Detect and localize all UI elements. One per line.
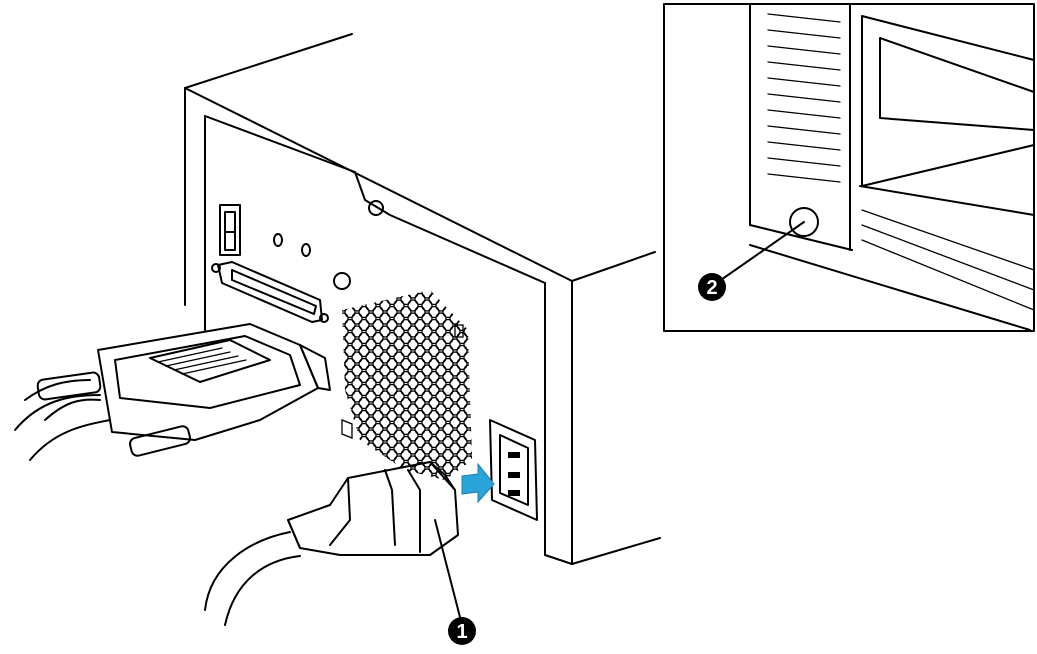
front-vent-slots <box>749 3 853 251</box>
rear-symbols <box>341 324 464 439</box>
callout-2-label: 2 <box>706 277 717 299</box>
ac-power-inlet <box>489 419 538 521</box>
cooling-vent <box>342 290 472 480</box>
power-switch <box>219 204 241 256</box>
front-panel-inset <box>663 3 1035 332</box>
drive-chassis <box>184 33 661 565</box>
scsi-cable <box>14 323 331 461</box>
scsi-connector-upper <box>211 261 329 323</box>
callout-1: 1 <box>434 519 476 645</box>
power-cord-connector <box>204 461 459 626</box>
front-power-button <box>789 207 819 237</box>
callout-1-label: 1 <box>456 621 467 643</box>
rear-indicators <box>273 200 384 290</box>
insert-arrow-icon <box>461 462 495 504</box>
callout-2: 2 <box>698 221 805 301</box>
tape-slot <box>859 15 1035 216</box>
